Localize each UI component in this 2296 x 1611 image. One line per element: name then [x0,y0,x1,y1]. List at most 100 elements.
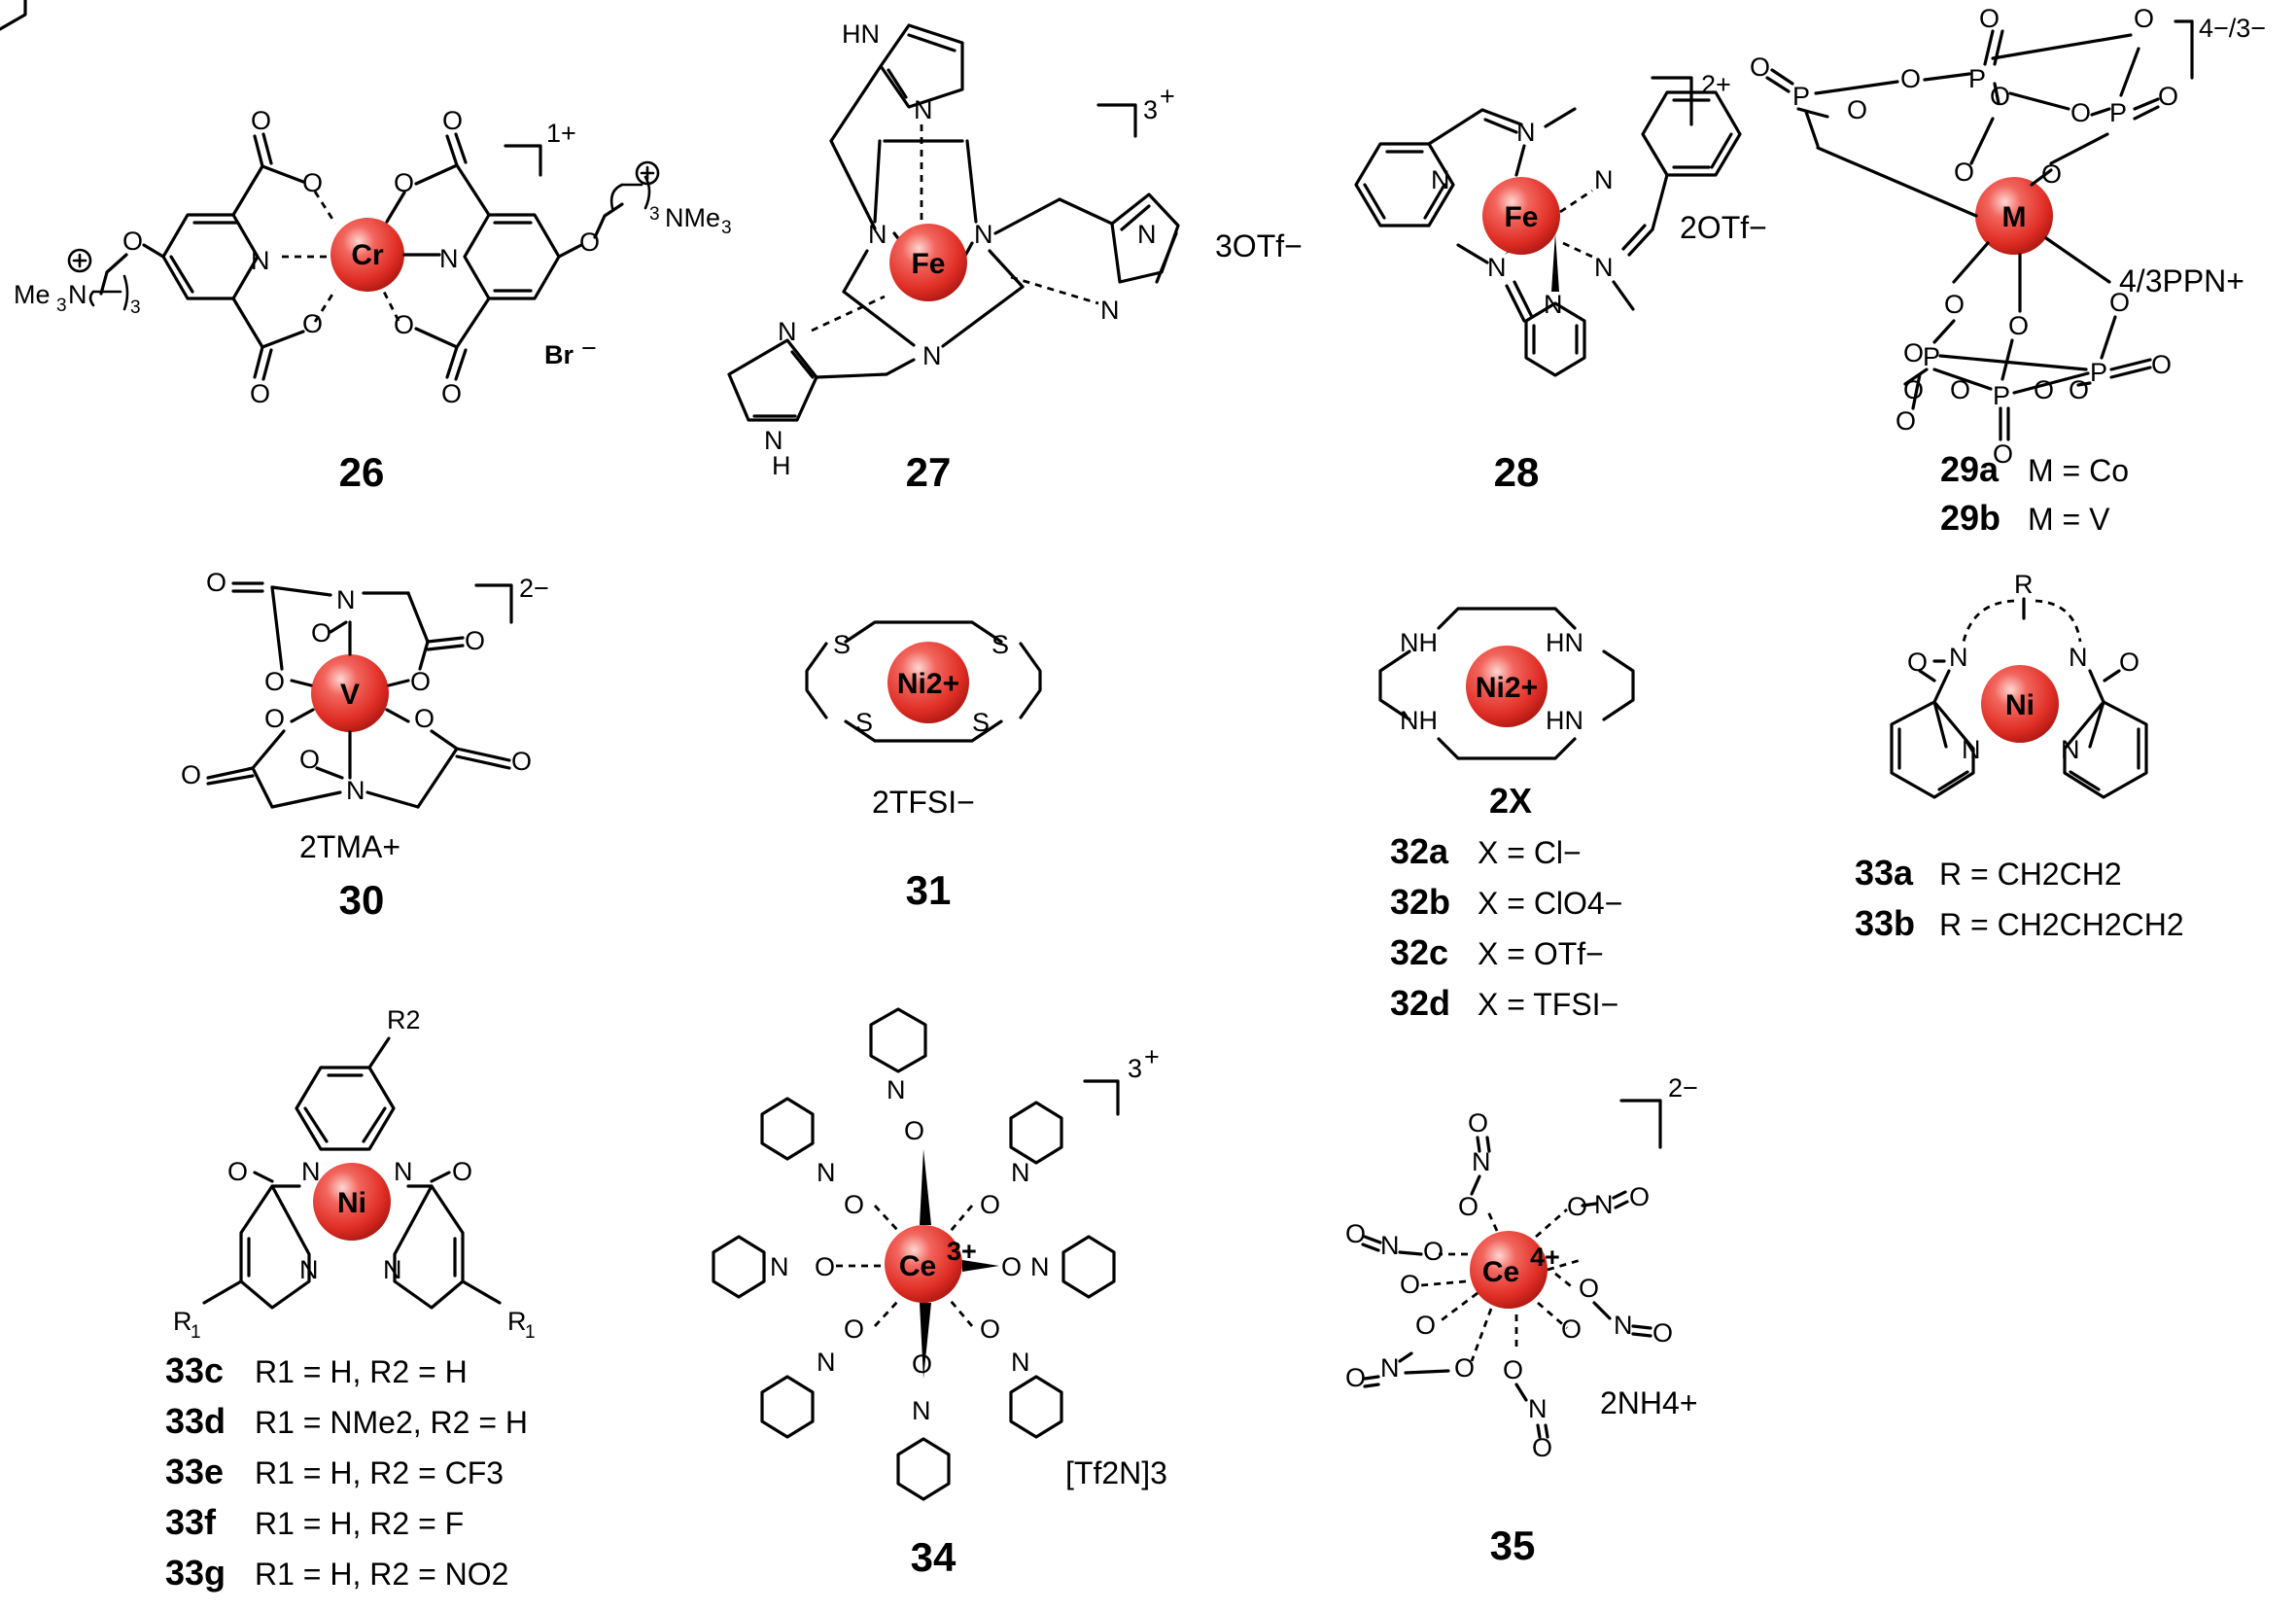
svg-text:O: O [410,667,431,696]
svg-text:O: O [2134,4,2154,33]
svg-text:+: + [1160,82,1175,111]
counterion-27: 3OTf− [1215,228,1303,263]
svg-text:O: O [1903,338,1924,368]
svg-text:O: O [1532,1433,1552,1462]
counterion-31: 2TFSI− [872,785,975,820]
svg-text:O: O [394,168,414,197]
svg-text:O: O [452,1157,472,1186]
svg-text:3+: 3+ [947,1237,977,1266]
svg-text:O: O [1750,53,1770,82]
svg-text:N: N [912,1396,931,1425]
metal-31: Ni2+ [897,668,959,700]
svg-text:N: N [1949,643,1968,672]
svg-text:O: O [1001,1252,1022,1281]
svg-text:O: O [511,747,532,776]
variant-33e-text: R1 = H, R2 = CF3 [255,1455,504,1490]
svg-text:O: O [1652,1318,1673,1348]
svg-text:P: P [1993,381,2010,410]
svg-text:O: O [1954,158,1974,187]
svg-text:+: + [1144,1042,1160,1071]
svg-text:2−: 2− [1668,1073,1698,1103]
svg-text:O: O [1900,64,1921,93]
svg-text:O: O [2041,159,2062,189]
svg-text:O: O [442,106,463,135]
svg-text:N: N [974,220,993,249]
variant-33f-id: 33f [165,1502,217,1542]
svg-text:N: N [68,280,87,309]
variant-32c-text: X = OTf− [1478,936,1604,971]
svg-text:N: N [1594,165,1614,194]
svg-text:N: N [251,246,270,275]
svg-text:N: N [1030,1252,1050,1281]
svg-text:N: N [2061,735,2080,764]
svg-text:2+: 2+ [1701,70,1731,99]
svg-text:Ce: Ce [1482,1256,1519,1288]
svg-text:Fe: Fe [1504,201,1538,233]
svg-text:N: N [1472,1147,1491,1176]
svg-text:O: O [1503,1355,1523,1384]
compound-28: N N N N N N Fe 2+ 2OTf− [1354,70,1767,495]
svg-text:N: N [1137,220,1157,249]
svg-text:N: N [1011,1348,1030,1377]
svg-text:O: O [250,379,270,408]
svg-text:1: 1 [525,1322,536,1343]
compound-34: N O N O N O N O N O N O N O N O Ce 3+ 3 [0,0,1167,1580]
variant-33g-id: 33g [165,1553,226,1593]
svg-text:O: O [1561,1314,1582,1344]
svg-text:3: 3 [1128,1054,1142,1083]
svg-text:O: O [1345,1363,1366,1392]
counterion-35: 2NH4+ [1600,1385,1698,1420]
svg-text:2−: 2− [519,574,549,603]
svg-text:O: O [1423,1237,1444,1266]
svg-text:O: O [206,568,226,597]
svg-text:N: N [778,317,797,346]
svg-text:R: R [173,1307,192,1336]
svg-text:O: O [251,106,271,135]
svg-text:−: − [581,333,597,363]
variant-29a-text: M = Co [2028,453,2129,488]
compound-number-26: 26 [339,449,385,495]
svg-text:O: O [1345,1219,1366,1248]
svg-text:NH: NH [1400,628,1438,657]
svg-text:O: O [815,1252,835,1281]
compound-number-27: 27 [906,449,952,495]
svg-text:N: N [383,1255,402,1284]
svg-text:N: N [1614,1311,1633,1340]
svg-text:N: N [817,1158,836,1187]
svg-text:N: N [914,95,933,124]
svg-text:O: O [1579,1274,1599,1303]
svg-text:O: O [1990,82,2010,111]
variant-32b-id: 32b [1390,882,1450,922]
svg-text:O: O [264,667,285,696]
svg-text:O: O [980,1190,1000,1219]
svg-text:4+: 4+ [1530,1243,1560,1272]
variant-33b-text: R = CH2CH2CH2 [1939,907,2184,942]
variant-33f-text: R1 = H, R2 = F [255,1506,464,1541]
compound-number-34: 34 [911,1534,957,1580]
svg-text:P: P [1923,342,1940,371]
variant-29b-id: 29b [1940,498,2000,538]
svg-text:O: O [302,168,323,197]
metal-33ab: Ni [2005,689,2035,721]
svg-text:Fe: Fe [911,248,945,280]
svg-text:M: M [2002,201,2027,233]
compound-32: NH HN NH HN Ni2+ 2X 32a X = Cl− 32b X = … [1378,607,1635,1023]
svg-text:O: O [1454,1353,1475,1383]
variant-33c-id: 33c [165,1350,224,1390]
compound-26: O O O O N O Me 3 N 3 Cr N [14,106,732,495]
svg-text:1: 1 [191,1322,201,1343]
svg-text:S: S [833,630,851,659]
compound-33cg: R2 N N O O N N R 1 R 1 Ni 33c R1 = H, R2… [165,1005,536,1593]
variant-33g-text: R1 = H, R2 = NO2 [255,1557,508,1592]
svg-text:O: O [1847,95,1867,124]
svg-text:NH: NH [1400,706,1438,735]
variant-33a-text: R = CH2CH2 [1939,857,2122,892]
svg-text:O: O [1950,375,1970,404]
svg-text:3: 3 [649,204,660,225]
svg-text:N: N [1100,296,1120,325]
svg-text:Me: Me [14,280,51,309]
metal-33cg: Ni [337,1187,366,1219]
svg-text:O: O [844,1314,864,1344]
variant-32c-id: 32c [1390,932,1448,972]
svg-text:N: N [299,1255,319,1284]
